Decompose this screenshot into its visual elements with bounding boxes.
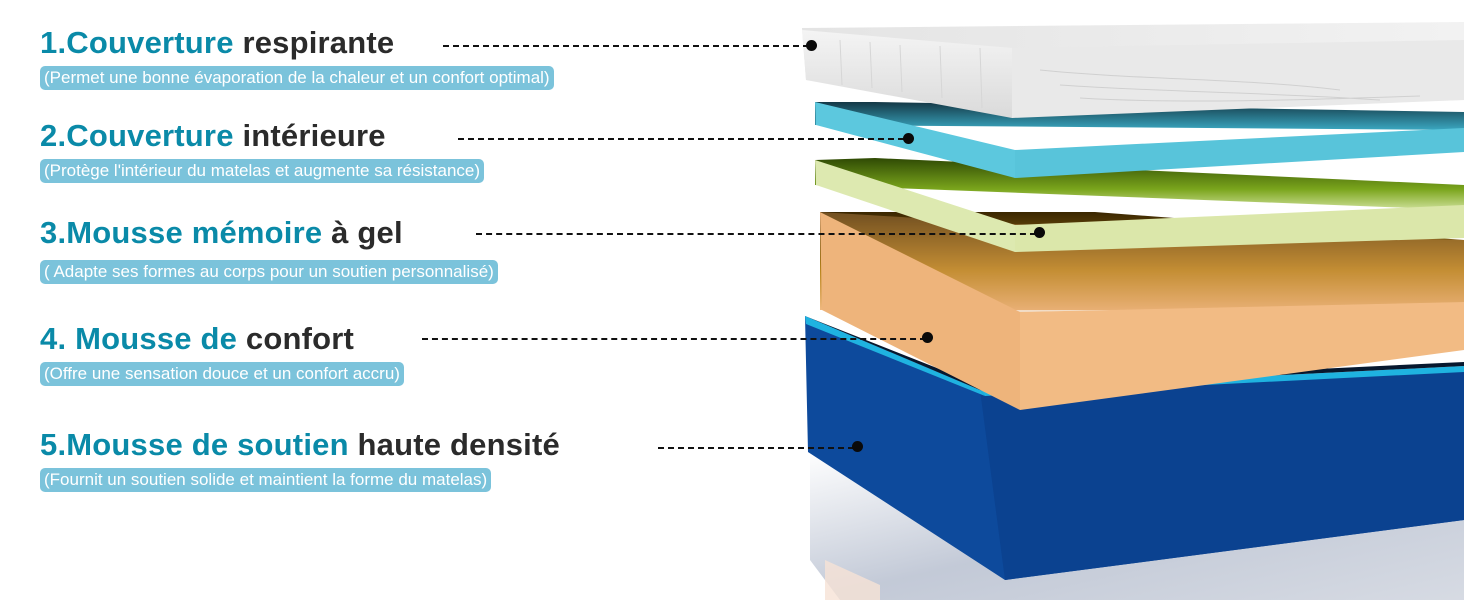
layer-5-high-density-foam bbox=[805, 316, 1464, 580]
leader-dot-3 bbox=[1034, 227, 1045, 238]
layer-2-label: 2.Couverture intérieure (Protège l'intér… bbox=[40, 119, 485, 183]
layer-2-title-dark: intérieure bbox=[233, 118, 386, 153]
layer-1-number: 1. bbox=[40, 25, 67, 60]
layer-4-label: 4. Mousse de confort (Offre une sensatio… bbox=[40, 322, 404, 386]
leader-dot-4 bbox=[922, 332, 933, 343]
layer-3-title-dark: à gel bbox=[322, 215, 403, 250]
layer-1-breathable-cover bbox=[802, 22, 1464, 118]
layer-3-gel-memory-foam bbox=[815, 158, 1464, 252]
layer-5-label: 5.Mousse de soutien haute densité (Fourn… bbox=[40, 428, 560, 492]
layer-4-number: 4. bbox=[40, 321, 76, 356]
leader-dot-5 bbox=[852, 441, 863, 452]
leader-dot-2 bbox=[903, 133, 914, 144]
layer-2-title-accent: Couverture bbox=[66, 118, 234, 153]
floor-reflection bbox=[810, 450, 1464, 600]
layer-2-number: 2. bbox=[40, 118, 67, 153]
layer-3-title: 3.Mousse mémoire à gel bbox=[40, 216, 498, 250]
layer-5-description: (Fournit un soutien solide et maintient … bbox=[40, 468, 492, 492]
layer-5-title: 5.Mousse de soutien haute densité bbox=[40, 428, 560, 462]
layer-3-title-accent: Mousse mémoire bbox=[66, 215, 323, 250]
layer-3-label: 3.Mousse mémoire à gel ( Adapte ses form… bbox=[40, 216, 498, 284]
layer-5-title-accent: Mousse de soutien bbox=[66, 427, 349, 462]
mattress-illustration bbox=[802, 22, 1464, 600]
leader-line-3 bbox=[476, 233, 1036, 235]
leader-dot-1 bbox=[806, 40, 817, 51]
layer-1-description: (Permet une bonne évaporation de la chal… bbox=[40, 66, 554, 90]
layer-1-title-accent: Couverture bbox=[66, 25, 234, 60]
layer-3-number: 3. bbox=[40, 215, 67, 250]
leader-line-2 bbox=[458, 138, 904, 140]
leader-line-4 bbox=[422, 338, 926, 340]
layer-1-label: 1.Couverture respirante (Permet une bonn… bbox=[40, 26, 554, 90]
layer-4-title: 4. Mousse de confort bbox=[40, 322, 404, 356]
layer-2-description: (Protège l'intérieur du matelas et augme… bbox=[40, 159, 485, 183]
layer-4-description: (Offre une sensation douce et un confort… bbox=[40, 362, 404, 386]
layer-3-description: ( Adapte ses formes au corps pour un sou… bbox=[40, 260, 498, 284]
layer-5-number: 5. bbox=[40, 427, 67, 462]
layer-4-title-accent: Mousse de bbox=[75, 321, 238, 356]
layer-2-title: 2.Couverture intérieure bbox=[40, 119, 484, 153]
layer-5-title-dark: haute densité bbox=[348, 427, 560, 462]
layer-1-title-dark: respirante bbox=[233, 25, 395, 60]
layer-4-title-dark: confort bbox=[237, 321, 355, 356]
leader-line-5 bbox=[658, 447, 854, 449]
layer-1-title: 1.Couverture respirante bbox=[40, 26, 554, 60]
leader-line-1 bbox=[443, 45, 809, 47]
